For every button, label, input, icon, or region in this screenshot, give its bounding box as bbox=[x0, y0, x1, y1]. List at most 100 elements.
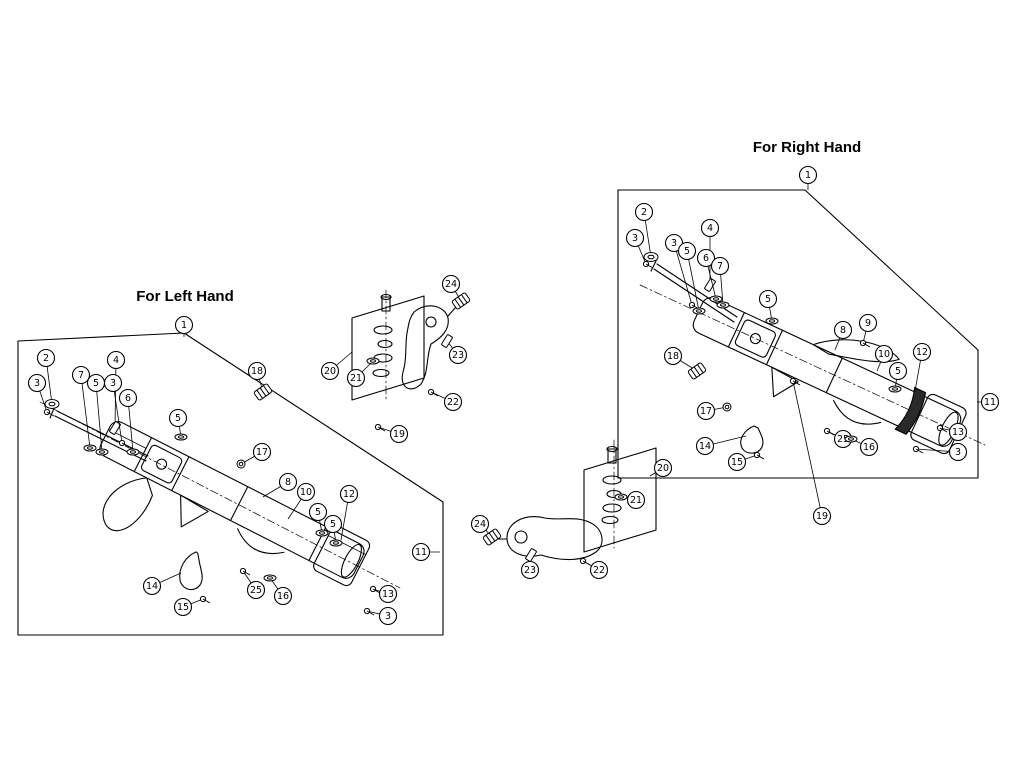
right-shift-paddle bbox=[771, 366, 799, 398]
callout-10: 10 bbox=[287, 482, 316, 520]
svg-text:8: 8 bbox=[285, 477, 291, 488]
svg-text:7: 7 bbox=[78, 370, 84, 381]
callout-20: 20 bbox=[649, 458, 673, 478]
svg-text:22: 22 bbox=[593, 565, 605, 576]
right-frame bbox=[617, 189, 979, 479]
right-cable-hook bbox=[740, 425, 764, 454]
callout-3: 3 bbox=[912, 442, 968, 462]
callout-14: 14 bbox=[142, 572, 182, 596]
callout-12: 12 bbox=[912, 342, 932, 392]
svg-text:5: 5 bbox=[330, 519, 336, 530]
callout-6: 6 bbox=[118, 388, 140, 456]
svg-text:5: 5 bbox=[684, 246, 690, 257]
lower-clamp-arm bbox=[506, 516, 603, 561]
callout-5: 5 bbox=[888, 361, 908, 393]
callout-20: 20 bbox=[320, 351, 353, 381]
callout-13: 13 bbox=[369, 584, 398, 604]
left-end-cover bbox=[313, 525, 371, 587]
svg-text:6: 6 bbox=[703, 253, 709, 264]
callout-18: 18 bbox=[247, 361, 273, 401]
svg-text:25: 25 bbox=[250, 585, 262, 596]
callout-24: 24 bbox=[470, 514, 502, 546]
callout-25: 25 bbox=[239, 567, 266, 600]
svg-text:7: 7 bbox=[717, 261, 723, 272]
right-clamp-band bbox=[833, 399, 882, 425]
callout-21: 21 bbox=[614, 490, 646, 510]
left-shift-paddle bbox=[180, 494, 209, 528]
callout-16: 16 bbox=[263, 574, 293, 606]
callout-14: 14 bbox=[695, 435, 747, 456]
svg-text:18: 18 bbox=[667, 351, 679, 362]
callout-16: 16 bbox=[844, 435, 879, 457]
svg-text:15: 15 bbox=[177, 602, 189, 613]
right-brake-lever bbox=[812, 339, 900, 363]
svg-text:5: 5 bbox=[175, 413, 181, 424]
callout-15: 15 bbox=[727, 451, 765, 472]
callout-9: 9 bbox=[858, 313, 878, 348]
callout-4: 4 bbox=[106, 350, 126, 435]
svg-text:5: 5 bbox=[895, 366, 901, 377]
svg-text:3: 3 bbox=[110, 378, 116, 389]
callout-21: 21 bbox=[346, 357, 380, 388]
svg-text:21: 21 bbox=[630, 495, 642, 506]
callout-17: 17 bbox=[696, 401, 732, 421]
callout-3: 3 bbox=[103, 373, 130, 448]
callout-17: 17 bbox=[236, 442, 272, 469]
svg-text:4: 4 bbox=[113, 355, 119, 366]
callout-11: 11 bbox=[977, 392, 1000, 412]
svg-text:1: 1 bbox=[181, 320, 187, 331]
svg-text:24: 24 bbox=[474, 519, 486, 530]
callout-5: 5 bbox=[308, 502, 329, 537]
svg-text:23: 23 bbox=[524, 565, 536, 576]
svg-text:19: 19 bbox=[816, 511, 828, 522]
left-assembly-drawing bbox=[99, 421, 371, 587]
callout-5: 5 bbox=[323, 514, 343, 547]
callout-13: 13 bbox=[936, 422, 968, 442]
callout-25: 25 bbox=[823, 427, 853, 449]
callout-23: 23 bbox=[520, 548, 540, 580]
callout-19: 19 bbox=[789, 377, 832, 526]
svg-text:10: 10 bbox=[878, 349, 890, 360]
svg-text:3: 3 bbox=[955, 447, 961, 458]
svg-text:5: 5 bbox=[765, 294, 771, 305]
svg-text:4: 4 bbox=[707, 223, 713, 234]
callout-2: 2 bbox=[634, 202, 659, 262]
callout-24: 24 bbox=[441, 274, 471, 310]
callout-8: 8 bbox=[262, 472, 298, 498]
callout-11: 11 bbox=[411, 542, 440, 562]
svg-text:20: 20 bbox=[657, 463, 669, 474]
svg-text:2: 2 bbox=[641, 207, 647, 218]
svg-text:3: 3 bbox=[34, 378, 40, 389]
right-section-title: For Right Hand bbox=[753, 139, 861, 156]
svg-text:6: 6 bbox=[125, 393, 131, 404]
left-clamp-band bbox=[237, 528, 285, 554]
svg-text:19: 19 bbox=[393, 429, 405, 440]
left-frame bbox=[17, 332, 444, 636]
right-rubber-band bbox=[894, 386, 927, 435]
left-brake-lever bbox=[102, 477, 153, 532]
svg-text:17: 17 bbox=[700, 406, 712, 417]
svg-text:12: 12 bbox=[916, 347, 928, 358]
svg-text:13: 13 bbox=[382, 589, 394, 600]
svg-text:23: 23 bbox=[452, 350, 464, 361]
svg-text:3: 3 bbox=[671, 238, 677, 249]
svg-text:16: 16 bbox=[277, 591, 289, 602]
callout-6: 6 bbox=[696, 248, 723, 303]
callout-1: 1 bbox=[798, 165, 818, 190]
callout-5: 5 bbox=[168, 408, 188, 441]
upper-detail-drawing bbox=[351, 289, 457, 403]
callout-19: 19 bbox=[374, 423, 409, 444]
svg-text:9: 9 bbox=[865, 318, 871, 329]
svg-text:12: 12 bbox=[343, 489, 355, 500]
svg-text:21: 21 bbox=[350, 373, 362, 384]
svg-text:14: 14 bbox=[699, 441, 711, 452]
svg-text:1: 1 bbox=[805, 170, 811, 181]
svg-text:5: 5 bbox=[93, 378, 99, 389]
callout-23: 23 bbox=[441, 334, 468, 365]
callout-3: 3 bbox=[363, 606, 398, 626]
svg-text:11: 11 bbox=[984, 397, 996, 408]
line-art bbox=[17, 189, 986, 636]
svg-text:16: 16 bbox=[863, 442, 875, 453]
